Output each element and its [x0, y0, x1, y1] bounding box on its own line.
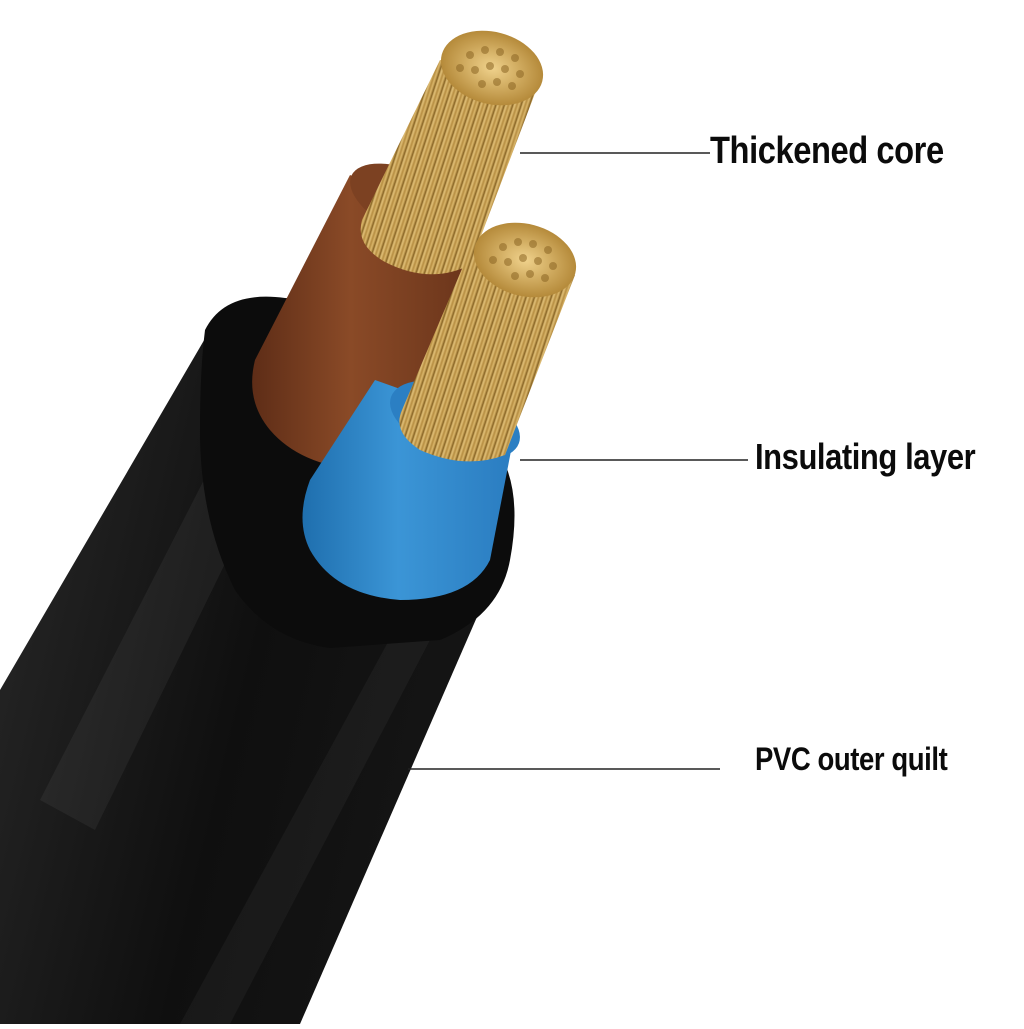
label-insulating-layer: Insulating layer [755, 436, 976, 477]
copper-strands-1 [360, 60, 540, 275]
label-pvc-outer-quilt: PVC outer quilt [755, 741, 948, 777]
copper-strands-2 [399, 250, 575, 462]
label-thickened-core: Thickened core [710, 130, 944, 172]
